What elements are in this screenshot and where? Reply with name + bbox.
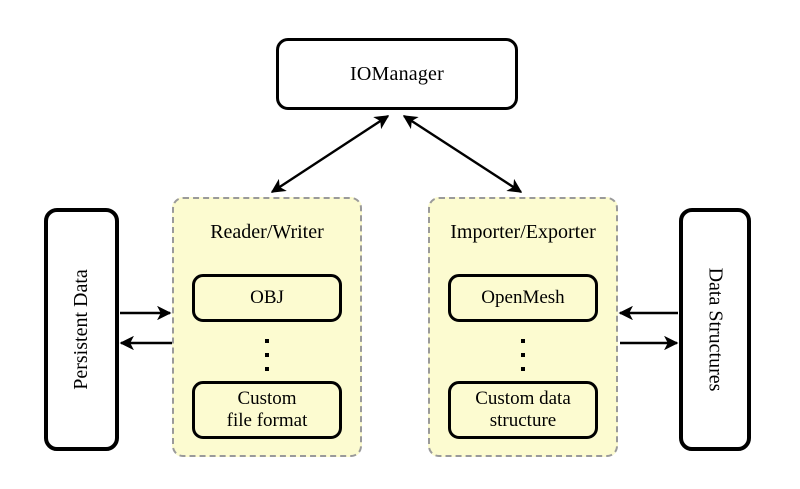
node-persistent-data-label: Persistent Data	[70, 269, 92, 390]
node-data-structures: Data Structures	[679, 208, 751, 451]
group-reader-writer: Reader/Writer OBJ Custom file format	[172, 197, 362, 457]
item-custom-data-structure: Custom data structure	[448, 381, 598, 439]
group-importer-exporter-title: Importer/Exporter	[450, 221, 596, 243]
item-obj: OBJ	[192, 274, 342, 322]
item-custom-file-format: Custom file format	[192, 381, 342, 439]
node-iomanager: IOManager	[276, 38, 518, 110]
group-importer-exporter: Importer/Exporter OpenMesh Custom data s…	[428, 197, 618, 457]
vertical-ellipsis-icon	[430, 339, 616, 371]
item-openmesh: OpenMesh	[448, 274, 598, 322]
item-openmesh-label: OpenMesh	[481, 286, 565, 308]
connector-iomanager-reader-writer	[270, 114, 390, 194]
group-reader-writer-title: Reader/Writer	[210, 221, 324, 243]
item-obj-label: OBJ	[250, 286, 284, 308]
item-custom-data-structure-label: Custom data structure	[475, 387, 571, 431]
node-data-structures-label: Data Structures	[704, 267, 727, 392]
vertical-ellipsis-icon	[174, 339, 360, 371]
connector-iomanager-importer-exporter	[402, 114, 523, 194]
node-iomanager-label: IOManager	[350, 62, 444, 85]
item-custom-file-format-label: Custom file format	[226, 387, 308, 431]
node-persistent-data: Persistent Data	[44, 208, 119, 451]
